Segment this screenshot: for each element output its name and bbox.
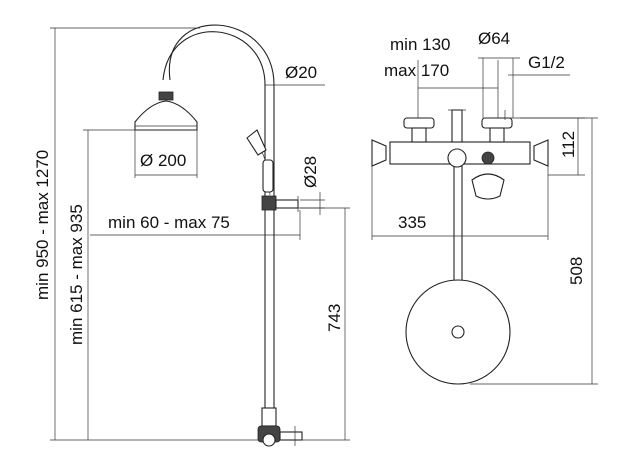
- pipe-diameter-label: Ø20: [285, 63, 317, 82]
- hose-diameter-label: Ø28: [301, 156, 320, 188]
- total-height-front-label: 508: [567, 257, 586, 285]
- centers-max-label: max 170: [384, 61, 449, 80]
- mixer-side: [257, 407, 303, 447]
- body-diameter-label: Ø64: [478, 29, 510, 48]
- shower-rose-side: [134, 91, 198, 131]
- centers-min-label: min 130: [390, 35, 450, 54]
- lower-height-label: 743: [325, 304, 344, 332]
- wall-offset-label: min 60 - max 75: [108, 213, 230, 232]
- head-diameter-label: Ø 200: [140, 151, 186, 170]
- width-label: 335: [398, 213, 426, 232]
- total-height-label: min 950 - max 1270: [33, 150, 52, 300]
- thread-label: G1/2: [528, 53, 565, 72]
- wall-bracket-side: [261, 195, 299, 212]
- head-height-front-label: 112: [559, 131, 578, 158]
- side-view: min 950 - max 1270 min 615 - max 935 Ø 2…: [33, 24, 350, 447]
- hand-shower-side: [246, 129, 274, 196]
- head-height-label: min 615 - max 935: [67, 204, 86, 345]
- front-view: min 130 max 170 Ø64 G1/2 112 335 508: [371, 29, 598, 385]
